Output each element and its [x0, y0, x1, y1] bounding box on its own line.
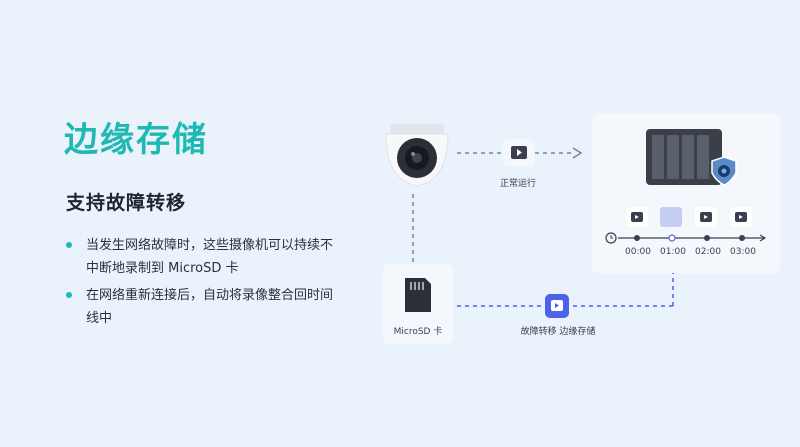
page-title: 边缘存储: [64, 120, 208, 160]
recording-card: [730, 207, 752, 227]
timeline: [605, 232, 767, 244]
recording-gap-card: [660, 207, 682, 227]
section-subtitle: 支持故障转移: [66, 192, 187, 214]
recording-card: [695, 207, 717, 227]
timeline-tick: 03:00: [730, 247, 756, 257]
clock-icon: [605, 232, 617, 244]
bullet-list: 当发生网络故障时，这些摄像机可以持续不中断地录制到 MicroSD 卡 在网络重…: [66, 234, 336, 334]
nas-panel: 00:00 01:00 02:00 03:00: [592, 113, 780, 273]
normal-operation-label: 正常运行: [499, 179, 536, 189]
dome-camera-icon: [385, 124, 449, 187]
microsd-card-box: MicroSD 卡: [383, 264, 453, 344]
nas-device-icon: [646, 129, 737, 186]
microsd-label: MicroSD 卡: [393, 327, 443, 337]
camera-to-sd-line: [412, 194, 414, 266]
video-play-icon: [700, 212, 712, 222]
bullet-item: 在网络重新连接后，自动将录像整合回时间线中: [66, 284, 336, 330]
recording-card: [626, 207, 648, 227]
normal-flow-arrow: [457, 147, 583, 159]
timeline-tick: 02:00: [695, 247, 721, 257]
video-play-icon: [551, 300, 563, 311]
normal-video-card: [503, 139, 535, 167]
sd-card-icon: [405, 278, 431, 312]
timeline-tick: 01:00: [660, 247, 686, 257]
failover-label: 故障转移 边缘存储: [520, 327, 596, 337]
video-play-icon: [631, 212, 643, 222]
video-play-icon: [511, 146, 527, 159]
timeline-tick: 00:00: [625, 247, 651, 257]
failover-video-badge: [545, 294, 569, 318]
bullet-item: 当发生网络故障时，这些摄像机可以持续不中断地录制到 MicroSD 卡: [66, 234, 336, 280]
video-play-icon: [735, 212, 747, 222]
